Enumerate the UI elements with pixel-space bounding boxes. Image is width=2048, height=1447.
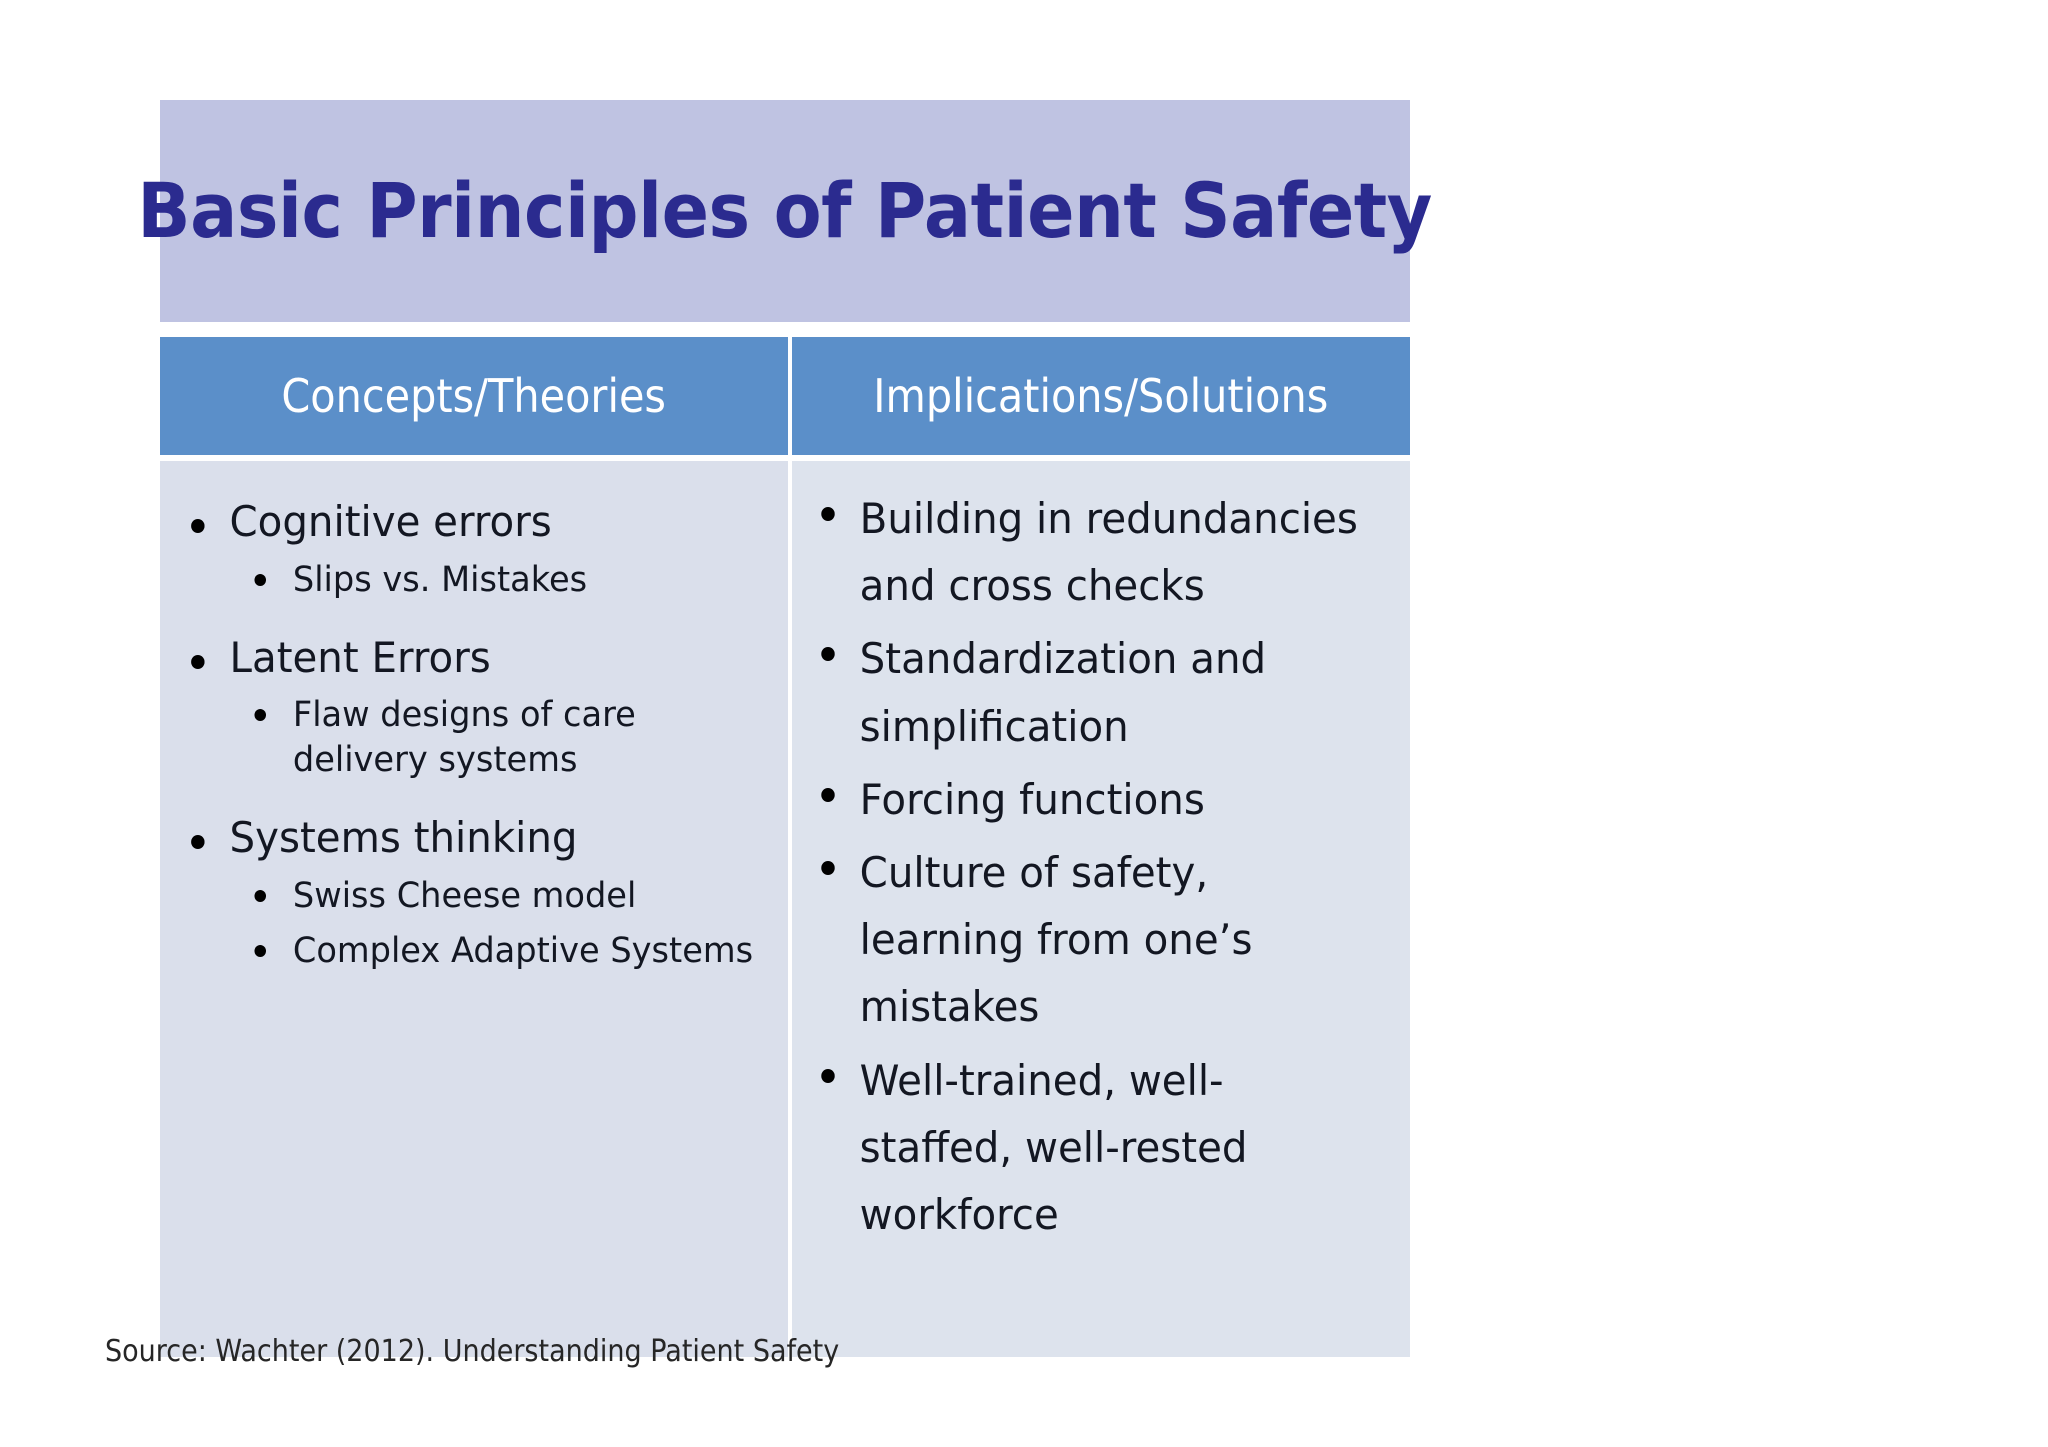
- table-header-row: Concepts/Theories Implications/Solutions: [160, 337, 1410, 455]
- table-header-implications-solutions-label: Implications/Solutions: [873, 369, 1329, 423]
- concepts-group-inner: Systems thinking: [170, 816, 778, 860]
- concepts-subitems-systems-thinking: Swiss Cheese model Complex Adaptive Syst…: [170, 874, 778, 974]
- list-item: Complex Adaptive Systems: [170, 929, 754, 974]
- concepts-group-cognitive-errors: Cognitive errors Slips vs. Mistakes: [170, 500, 778, 603]
- list-item: Well-trained, well-staffed, well-rested …: [804, 1047, 1374, 1249]
- list-item: Culture of safety, learning from one’s m…: [804, 839, 1374, 1041]
- list-item: Latent Errors: [170, 636, 754, 680]
- concepts-group-systems-thinking: Systems thinking Swiss Cheese model Comp…: [170, 816, 778, 974]
- concepts-subitems-latent-errors: Flaw designs of care delivery systems: [170, 693, 778, 783]
- table-header-implications-solutions: Implications/Solutions: [792, 337, 1410, 455]
- list-item: Building in redundancies and cross check…: [804, 485, 1374, 619]
- list-item: Slips vs. Mistakes: [170, 558, 754, 603]
- source-citation: Source: Wachter (2012). Understanding Pa…: [105, 1334, 840, 1369]
- concepts-group-inner: Latent Errors: [170, 636, 778, 680]
- table-header-concepts-theories-label: Concepts/Theories: [281, 369, 667, 423]
- table-body-row: Cognitive errors Slips vs. Mistakes Late…: [160, 461, 1410, 1357]
- list-item: Swiss Cheese model: [170, 874, 754, 919]
- concepts-bullet-list: Cognitive errors Slips vs. Mistakes Late…: [170, 500, 778, 974]
- page-title: Basic Principles of Patient Safety: [137, 166, 1433, 255]
- list-item: Flaw designs of care delivery systems: [170, 693, 754, 783]
- principles-table: Concepts/Theories Implications/Solutions…: [160, 337, 1410, 1357]
- slide-title-band: Basic Principles of Patient Safety: [138, 100, 1433, 322]
- implications-bullet-list: Building in redundancies and cross check…: [804, 485, 1398, 1248]
- concepts-group-inner: Cognitive errors: [170, 500, 778, 544]
- table-header-concepts-theories: Concepts/Theories: [160, 337, 788, 455]
- table-cell-concepts-theories: Cognitive errors Slips vs. Mistakes Late…: [160, 461, 788, 1357]
- list-item: Systems thinking: [170, 816, 754, 860]
- list-item: Standardization and simplification: [804, 625, 1374, 759]
- table-body-column-divider: [788, 461, 792, 1357]
- table-cell-implications-solutions: Building in redundancies and cross check…: [792, 461, 1410, 1357]
- concepts-group-latent-errors: Latent Errors Flaw designs of care deliv…: [170, 636, 778, 783]
- table-column-divider: [788, 337, 792, 455]
- concepts-subitems-cognitive-errors: Slips vs. Mistakes: [170, 558, 778, 603]
- list-item: Forcing functions: [804, 766, 1374, 833]
- list-item: Cognitive errors: [170, 500, 754, 544]
